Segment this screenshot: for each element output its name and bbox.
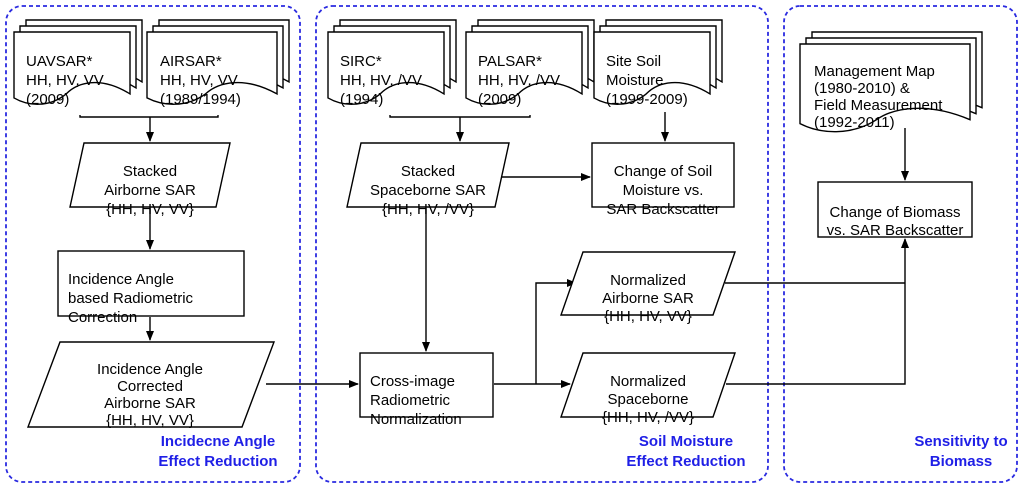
node-label-normalized-spaceborne-1: Spaceborne: [608, 391, 689, 408]
node-label-palsar-2: (2009): [478, 91, 521, 108]
node-label-normalized-spaceborne-2: {HH, HV, /VV}: [602, 409, 694, 426]
panel-biomass: Sensitivity to Biomass: [783, 5, 1018, 483]
node-label-site-soil-2: (1999-2009): [606, 91, 688, 108]
node-label-palsar-0: PALSAR*: [478, 53, 542, 70]
node-label-uavsar-2: (2009): [26, 91, 69, 108]
node-label-incidence-correction-0: Incidence Angle: [68, 271, 174, 288]
node-label-uavsar-1: HH, HV, VV: [26, 72, 104, 89]
arrow-normalized-spaceborne-to-biomass: [726, 238, 909, 385]
node-label-change-soil-2: SAR Backscatter: [606, 201, 719, 218]
node-label-incidence-corrected-1: Corrected: [117, 378, 183, 395]
node-label-site-soil-0: Site Soil: [606, 53, 661, 70]
line-palsar-to-merge: [460, 115, 531, 118]
node-label-stacked-spaceborne-1: Spaceborne SAR: [370, 182, 486, 199]
node-uavsar: UAVSAR* HH, HV, VV (2009): [13, 19, 143, 108]
node-label-site-soil-1: Moisture: [606, 72, 664, 89]
node-label-normalized-airborne-0: Normalized: [610, 272, 686, 289]
line-uavsar-to-merge: [79, 115, 150, 118]
node-label-change-biomass-0: Change of Biomass: [830, 204, 961, 221]
node-label-stacked-spaceborne-2: {HH, HV, /VV}: [382, 201, 474, 218]
node-label-incidence-correction-1: based Radiometric: [68, 290, 194, 307]
node-label-incidence-corrected-0: Incidence Angle: [97, 361, 203, 378]
node-label-normalized-airborne-2: {HH, HV, VV}: [604, 308, 692, 325]
line-sirc-to-merge: [389, 115, 460, 118]
panel-label-soil-1: Effect Reduction: [626, 453, 745, 470]
node-label-stacked-airborne-1: Airborne SAR: [104, 182, 196, 199]
node-label-palsar-1: HH, HV, /VV: [478, 72, 560, 89]
node-management: Management Map(1980-2010) &Field Measure…: [799, 31, 983, 133]
node-label-sirc-1: HH, HV, /VV: [340, 72, 422, 89]
node-sirc: SIRC* HH, HV, /VV (1994): [327, 19, 457, 108]
node-label-change-soil-0: Change of Soil: [614, 163, 712, 180]
node-label-cross-image-1: Radiometric: [370, 392, 451, 409]
node-label-management-3: (1992-2011): [814, 114, 895, 131]
node-label-incidence-corrected-3: {HH, HV, VV}: [106, 412, 194, 429]
panel-label-soil-0: Soil Moisture: [639, 433, 733, 450]
node-label-normalized-spaceborne-0: Normalized: [610, 373, 686, 390]
panel-label-incidence-0: Incidecne Angle: [161, 433, 275, 450]
node-label-sirc-2: (1994): [340, 91, 383, 108]
node-label-cross-image-0: Cross-image: [370, 373, 455, 390]
node-label-cross-image-2: Normalization: [370, 411, 462, 428]
node-airsar: AIRSAR* HH, HV, VV (1989/1994): [146, 19, 290, 108]
node-label-incidence-corrected-2: Airborne SAR: [104, 395, 196, 412]
node-palsar: PALSAR* HH, HV, /VV (2009): [465, 19, 595, 108]
node-label-management-0: Management Map: [814, 63, 935, 80]
node-incidence-correction: Incidence Angle based RadiometricCorrecti…: [57, 250, 245, 326]
node-label-airsar-2: (1989/1994): [160, 91, 241, 108]
line-airsar-to-merge: [150, 115, 219, 118]
node-label-airsar-1: HH, HV, VV: [160, 72, 238, 89]
node-label-incidence-correction-2: Correction: [68, 309, 137, 326]
node-label-management-1: (1980-2010) &: [814, 80, 910, 97]
node-label-stacked-airborne-0: Stacked: [123, 163, 177, 180]
panel-label-incidence-1: Effect Reduction: [158, 453, 277, 470]
node-label-stacked-spaceborne-0: Stacked: [401, 163, 455, 180]
node-label-normalized-airborne-1: Airborne SAR: [602, 290, 694, 307]
panel-label-biomass-1: Biomass: [930, 453, 993, 470]
arrow-cross-image-to-normalized-airborne: [535, 279, 577, 384]
connector-arrows: [79, 112, 909, 388]
node-label-change-biomass-1: vs. SAR Backscatter: [827, 222, 964, 239]
node-label-management-2: Field Measurement: [814, 97, 943, 114]
node-label-airsar-0: AIRSAR*: [160, 53, 222, 70]
node-label-sirc-0: SIRC*: [340, 53, 382, 70]
node-label-uavsar-0: UAVSAR*: [26, 53, 93, 70]
node-label-stacked-airborne-2: {HH, HV, VV}: [106, 201, 194, 218]
panel-label-biomass-0: Sensitivity to: [914, 433, 1007, 450]
node-label-change-soil-1: Moisture vs.: [623, 182, 704, 199]
